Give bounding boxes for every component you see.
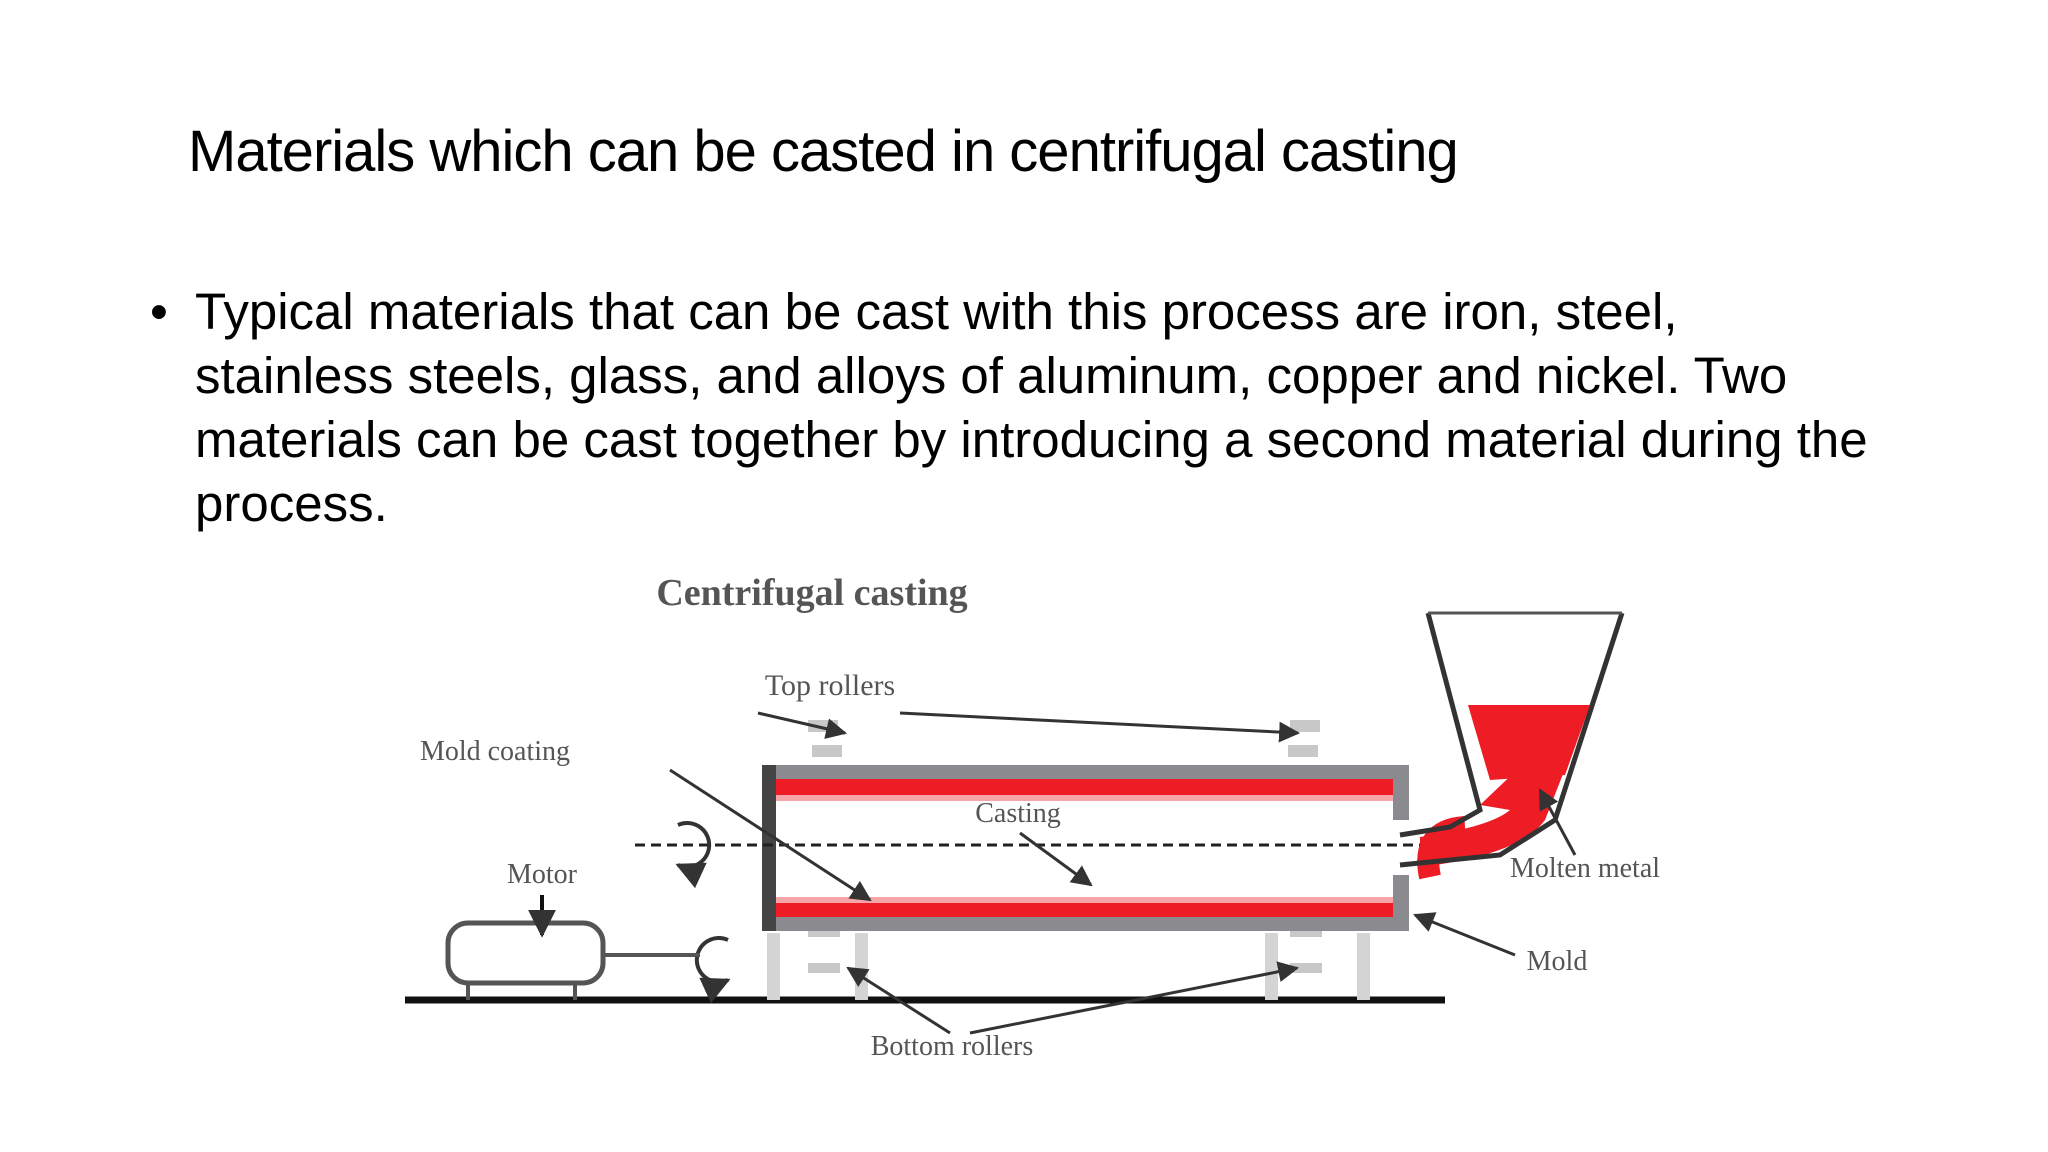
bottom-rollers-label: Bottom rollers [871,1031,1034,1062]
rotation-arrow-icon [675,821,712,889]
leader-lines [669,711,1577,1035]
pouring-funnel [1399,611,1625,880]
bullet-text: Typical materials that can be cast with … [195,283,1868,532]
roller-stands [767,933,1370,1000]
centrifugal-casting-diagram: Centrifugal casting [360,565,1720,1100]
rotation-arrow-icon [694,936,731,1004]
motor-label: Motor [507,859,578,890]
motor [445,920,700,1000]
bullet-symbol: • [150,283,168,340]
mold [762,765,1409,931]
casting-label: Casting [975,798,1061,829]
top-rollers-label: Top rollers [765,669,895,702]
mold-coating-label: Mold coating [420,736,570,767]
mold-label: Mold [1527,946,1588,977]
bottom-rollers [808,925,1322,973]
casting-layers [776,779,1393,917]
molten-metal-label: Molten metal [1510,853,1660,884]
slide-title: Materials which can be casted in centrif… [188,119,1459,184]
bullet-item: • Typical materials that can be cast wit… [150,280,1870,536]
diagram-title: Centrifugal casting [656,572,967,614]
top-rollers [808,720,1320,757]
